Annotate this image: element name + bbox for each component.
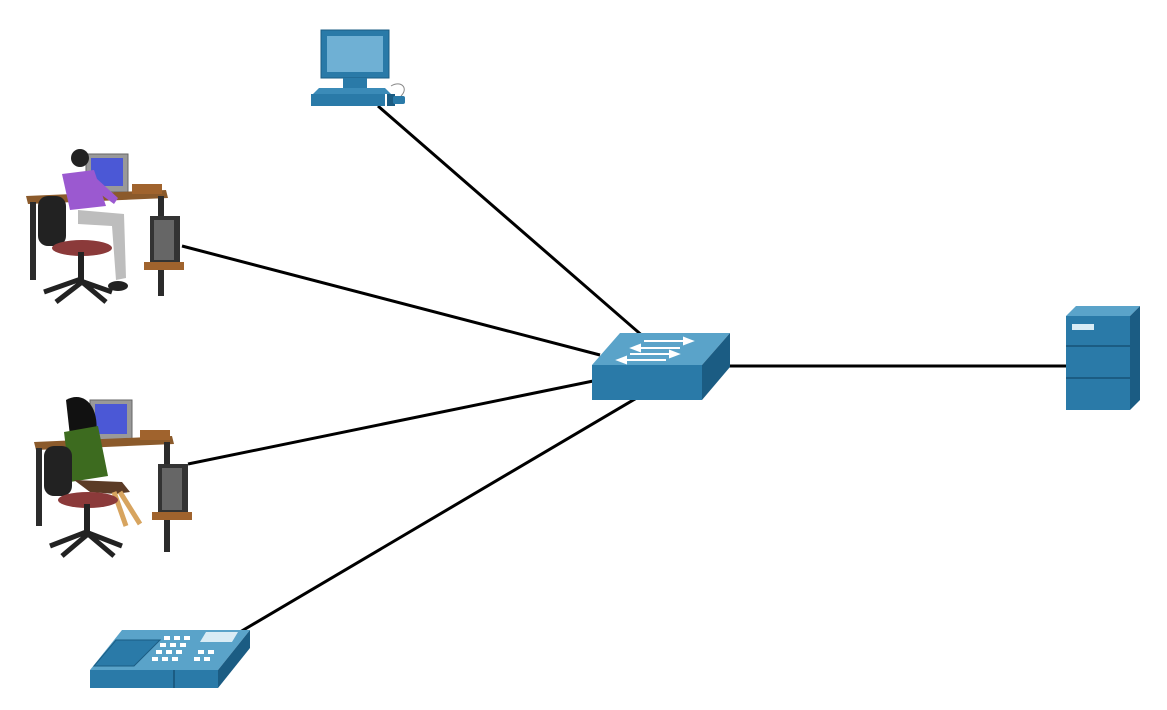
switch-icon[interactable] xyxy=(592,333,730,400)
server-icon[interactable] xyxy=(1066,306,1140,410)
pc-icon[interactable] xyxy=(311,29,405,106)
ip-phone-icon[interactable] xyxy=(90,630,250,688)
link-user-female-switch xyxy=(187,378,599,466)
link-pc-switch xyxy=(377,104,646,340)
user-workstation-icon[interactable] xyxy=(26,149,184,304)
link-user-male-switch xyxy=(181,244,601,357)
user-workstation-icon[interactable] xyxy=(34,397,192,558)
link-phone-switch xyxy=(239,394,641,634)
links xyxy=(181,104,1068,634)
